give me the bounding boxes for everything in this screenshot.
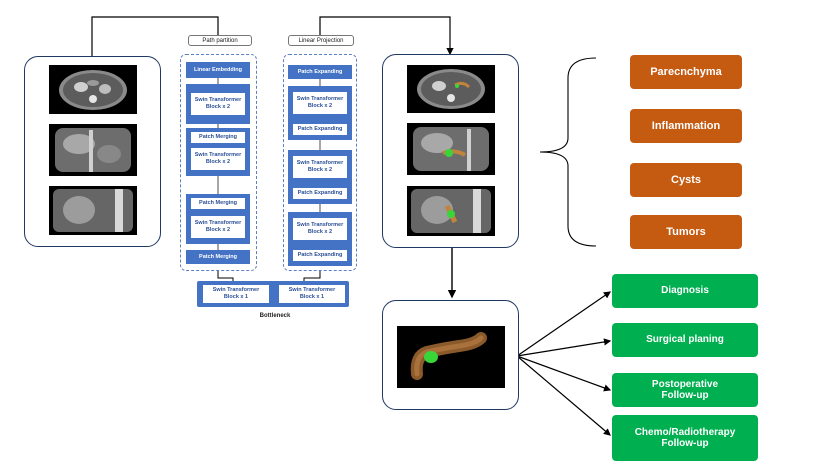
ct-coronal-image (49, 124, 137, 176)
encoder-block-6: Patch Merging (186, 250, 250, 264)
ct-sagittal-image (49, 186, 137, 235)
decoder-stage-2: Swin Transformer Block x 2 Patch Expandi… (288, 150, 352, 204)
encoder-block-3: Swin Transformer Block x 2 (191, 148, 245, 170)
encoder-stage-3: Patch Merging Swin Transformer Block x 2 (186, 194, 250, 244)
encoder-block-0: Linear Embedding (186, 62, 250, 78)
segments-brace (539, 57, 597, 247)
encoder-container (180, 54, 257, 271)
decoder-container (283, 54, 357, 271)
decoder-stage-1: Swin Transformer Block x 2 Patch Expandi… (288, 86, 352, 140)
encoder-stage-2: Patch Merging Swin Transformer Block x 2 (186, 128, 250, 176)
decoder-stage-3: Swin Transformer Block x 2 Patch Expandi… (288, 212, 352, 266)
segment-tumors: Tumors (630, 215, 742, 249)
bottleneck-container: Swin Transformer Block x 1 Swin Transfor… (197, 281, 349, 307)
seg-sagittal-image (407, 186, 495, 236)
input-to-encoder-line (91, 16, 219, 56)
render-3d-panel (382, 300, 519, 410)
encoder-block-1: Swin Transformer Block x 2 (191, 93, 245, 115)
encoder-stage-1: Swin Transformer Block x 2 (186, 84, 250, 124)
linear-projection-label: Linear Projection (288, 35, 354, 46)
app-postoperative-followup: Postoperative Follow-up (612, 373, 758, 407)
decoder-block-3: Swin Transformer Block x 2 (293, 156, 347, 178)
seg-coronal-image (407, 123, 495, 175)
app-surgical-planing: Surgical planing (612, 323, 758, 357)
decoder-block-2: Patch Expanding (293, 124, 347, 135)
arrow-to-chemo (516, 355, 611, 436)
ct-axial-image (49, 65, 137, 114)
arrow-to-diagnosis (516, 291, 611, 357)
path-partition-label: Path partition (188, 35, 252, 46)
encoder-block-2: Patch Merging (191, 132, 245, 143)
app-diagnosis: Diagnosis (612, 274, 758, 308)
arrow-to-surgical (516, 338, 612, 357)
encoder-block-4: Patch Merging (191, 198, 245, 209)
decoder-block-0: Patch Expanding (288, 65, 352, 79)
segment-inflammation: Inflammation (630, 109, 742, 143)
input-ct-panel (24, 56, 161, 247)
decoder-block-1: Swin Transformer Block x 2 (293, 92, 347, 114)
output-segmentation-panel (382, 54, 519, 248)
app-chemo-radiotherapy-followup: Chemo/Radiotherapy Follow-up (612, 415, 758, 461)
decoder-block-6: Patch Expanding (293, 250, 347, 261)
segment-cysts: Cysts (630, 163, 742, 197)
decoder-block-5: Swin Transformer Block x 2 (293, 218, 347, 240)
encoder-block-5: Swin Transformer Block x 2 (191, 216, 245, 238)
decoder-to-output-line (319, 16, 454, 56)
segment-parenchyma: Parecnchyma (630, 55, 742, 89)
bottleneck-block-0: Swin Transformer Block x 1 (203, 285, 269, 303)
pancreas-3d-render (397, 326, 505, 388)
decoder-block-4: Patch Expanding (293, 188, 347, 199)
arrow-to-postoperative (516, 355, 612, 392)
bottleneck-block-1: Swin Transformer Block x 1 (279, 285, 345, 303)
bottleneck-label: Bottleneck (259, 313, 291, 319)
seg-axial-image (407, 65, 495, 113)
